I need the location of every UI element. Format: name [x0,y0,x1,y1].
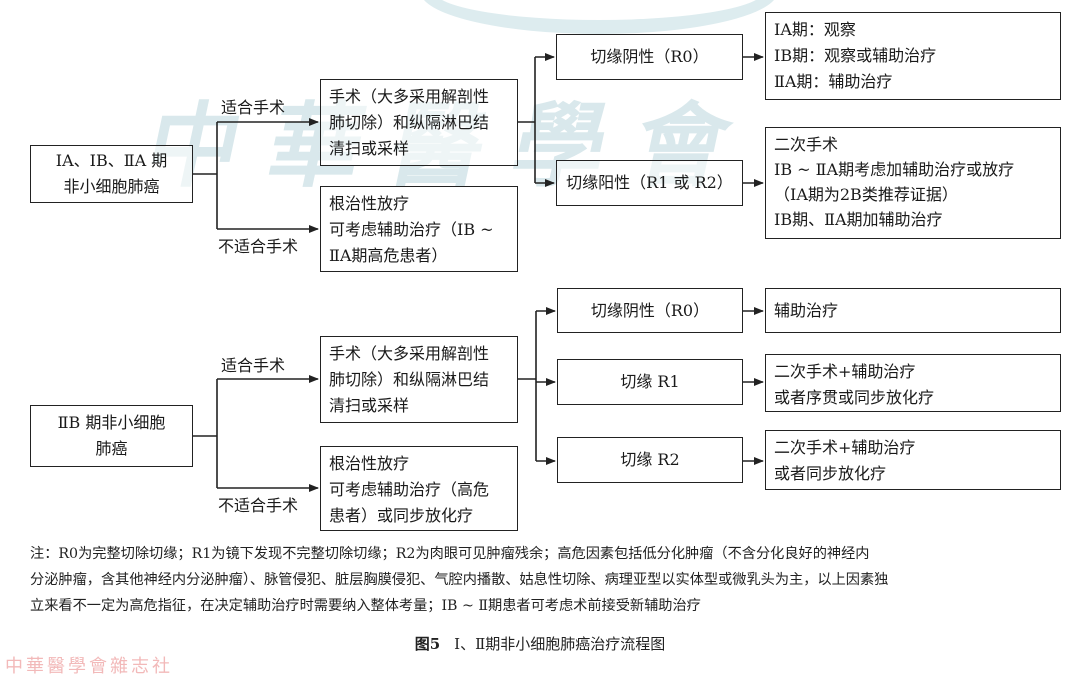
footer-watermark: 中華醫學會雜志社 [5,656,173,677]
top-unsuitable-label: 不适合手术 [218,237,299,256]
bottom-stage-box: ⅡB 期非小细胞 肺癌 [30,405,193,467]
bottom-r1-box: 切缘 R1 [557,359,743,405]
figure-caption: 图5 Ⅰ、Ⅱ期非小细胞肺癌治疗流程图 [0,633,1080,654]
bottom-unsuitable-label: 不适合手术 [218,496,299,515]
top-r1r2-box: 切缘阳性（R1 或 R2） [556,160,743,206]
bottom-r0-box: 切缘阴性（R0） [557,288,743,333]
bottom-radiotherapy-box: 根治性放疗 可考虑辅助治疗（高危 患者）或同步放化疗 [320,446,518,531]
top-radiotherapy-box: 根治性放疗 可考虑辅助治疗（ⅠB ~ ⅡA期高危患者） [320,186,518,272]
bottom-surgery-box: 手术（大多采用解剖性 肺切除）和纵隔淋巴结 清扫或采样 [320,336,518,423]
bottom-r1-result-box: 二次手术+辅助治疗 或者序贯或同步放化疗 [765,354,1061,412]
top-r0-result-box: ⅠA期：观察 ⅠB期：观察或辅助治疗 ⅡA期：辅助治疗 [765,12,1061,100]
figure-number: 图5 [414,635,441,653]
bottom-r2-result-box: 二次手术+辅助治疗 或者同步放化疗 [765,430,1061,490]
top-suitable-label: 适合手术 [221,98,286,117]
figure-title: Ⅰ、Ⅱ期非小细胞肺癌治疗流程图 [454,635,666,653]
bottom-r2-box: 切缘 R2 [557,437,743,483]
top-surgery-box: 手术（大多采用解剖性 肺切除）和纵隔淋巴结 清扫或采样 [320,79,518,166]
figure-note: 注：R0为完整切除切缘；R1为镜下发现不完整切除切缘；R2为肉眼可见肿瘤残余；高… [30,546,889,614]
top-r1r2-result-box: 二次手术 ⅠB ~ ⅡA期考虑加辅助治疗或放疗 （ⅠA期为2B类推荐证据） ⅠB… [765,127,1061,239]
bottom-r0-result-box: 辅助治疗 [765,288,1061,333]
bottom-suitable-label: 适合手术 [221,356,286,375]
top-stage-box: ⅠA、ⅠB、ⅡA 期 非小细胞肺癌 [30,145,193,203]
top-r0-box: 切缘阴性（R0） [556,34,743,80]
